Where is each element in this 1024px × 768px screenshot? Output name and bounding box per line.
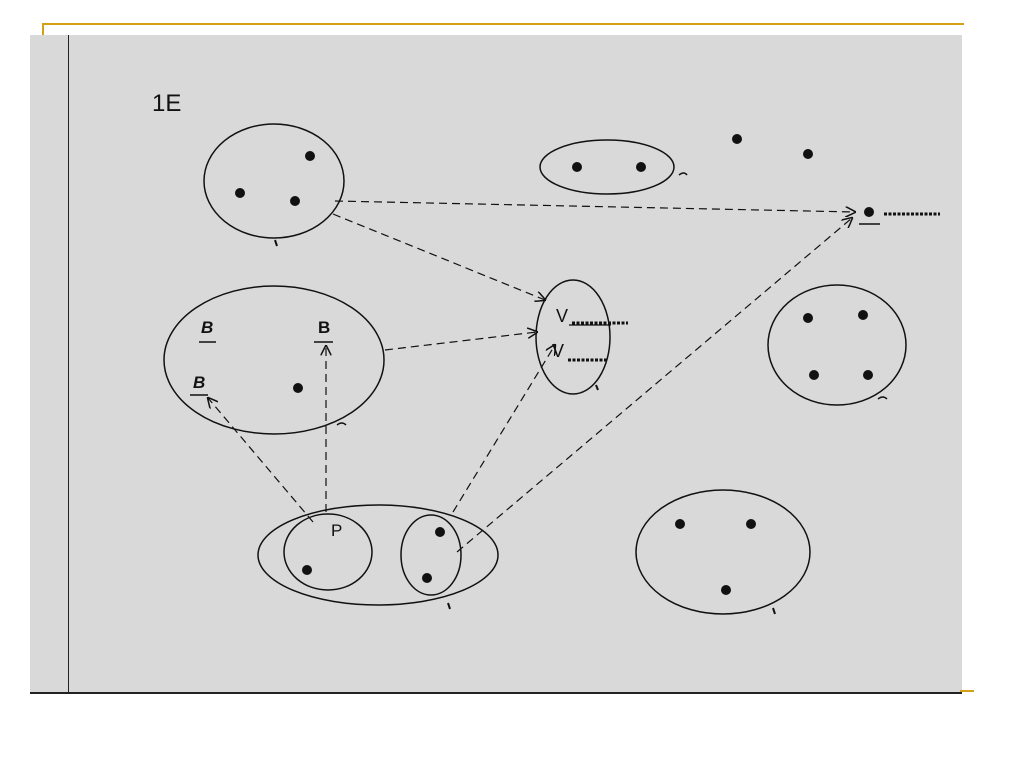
element-dot xyxy=(746,519,756,529)
slide-title: 1E xyxy=(152,90,181,117)
element-dot xyxy=(809,370,819,380)
arrow-pright-to-target xyxy=(456,218,852,553)
set-top-left xyxy=(203,123,345,239)
b-label-top-left: B xyxy=(201,318,213,337)
element-dot xyxy=(803,313,813,323)
element-dot xyxy=(302,565,312,575)
arrow-p-to-b-left xyxy=(208,398,314,523)
element-dot xyxy=(803,149,813,159)
set-right-middle xyxy=(767,284,907,406)
set-tag-mark xyxy=(678,172,688,176)
accent-tick-top xyxy=(42,23,44,35)
element-dot xyxy=(721,585,731,595)
element-dot xyxy=(293,383,303,393)
arrow-b-to-v xyxy=(384,332,537,351)
set-p-inner-left xyxy=(283,513,373,591)
element-dot xyxy=(290,196,300,206)
arrow-set1-to-target xyxy=(334,200,855,212)
element-dot xyxy=(572,162,582,172)
set-tag-mark xyxy=(274,239,278,247)
accent-line-top xyxy=(42,23,964,25)
element-dot xyxy=(732,134,742,144)
element-dot xyxy=(863,370,873,380)
b-label-top-right: B xyxy=(318,318,330,337)
target-dot xyxy=(864,207,874,217)
v-label-lower: V xyxy=(552,341,564,361)
arrow-pright-to-v xyxy=(452,345,555,513)
element-dot xyxy=(235,188,245,198)
set-tag-mark xyxy=(595,384,599,391)
set-top-middle xyxy=(539,139,675,195)
set-tag-mark xyxy=(447,602,451,610)
p-label: P xyxy=(331,521,342,540)
element-dot xyxy=(636,162,646,172)
element-dot xyxy=(422,573,432,583)
set-bottom-right xyxy=(635,489,811,615)
set-tag-mark xyxy=(772,607,776,615)
diagram-panel xyxy=(30,35,962,692)
bottom-rule xyxy=(30,692,962,694)
set-tag-mark xyxy=(877,396,888,400)
set-p-outer xyxy=(257,504,499,606)
v-label-upper: V xyxy=(556,306,568,326)
left-rule xyxy=(68,35,69,692)
element-dot xyxy=(858,310,868,320)
element-dot xyxy=(305,151,315,161)
set-b xyxy=(163,285,385,435)
set-p-inner-right xyxy=(400,514,462,596)
set-v xyxy=(535,279,611,395)
element-dot xyxy=(675,519,685,529)
element-dot xyxy=(435,527,445,537)
accent-line-bottom xyxy=(960,690,974,692)
set-tag-mark xyxy=(336,422,347,426)
arrow-set1-to-v xyxy=(332,213,545,300)
b-label-lower-left: B xyxy=(193,373,205,392)
